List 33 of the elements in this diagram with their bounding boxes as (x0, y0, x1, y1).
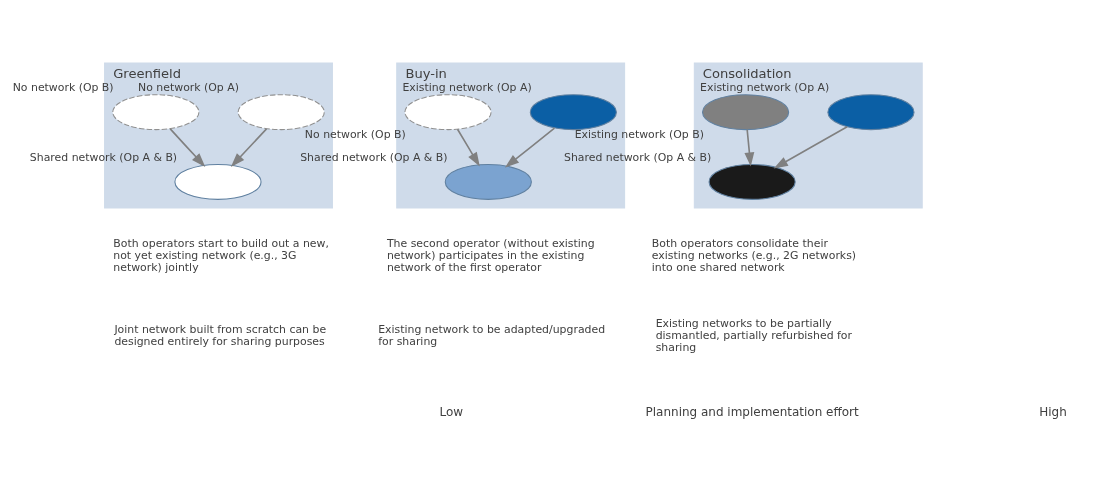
node-ellipse (529, 93, 617, 130)
node-label: No network (Op B) (12, 80, 114, 94)
node-ellipse (708, 163, 796, 200)
label: Both operators consolidate their existing networks (e.g., 2G networks) into one shared network (651, 236, 857, 274)
node-ellipse (112, 93, 200, 130)
arrow (504, 126, 556, 168)
label: Joint network built from scratch can be designed entirely for sharing purposes (114, 322, 327, 348)
node-label: Shared network (Op A & B) (300, 150, 448, 164)
arrow (230, 127, 268, 167)
node-label: No network (Op A) (138, 80, 239, 94)
label: Both operators start to build out a new, not yet existing network (e.g., 3G network) jointly (113, 236, 329, 274)
label: Planning and implementation effort (645, 404, 859, 419)
node-label: Existing network (Op A) (700, 80, 830, 94)
node-ellipse (404, 93, 492, 130)
node-ellipse (237, 93, 325, 130)
node-ellipse (827, 93, 915, 130)
arrow (456, 127, 480, 167)
label: Existing network to be adapted/upgraded for sharing (378, 322, 606, 348)
node-ellipse (444, 163, 532, 200)
arrow (744, 128, 755, 167)
node-ellipse (702, 93, 790, 130)
label: The second operator (without existing network) participates in the existing network of the first operator (386, 236, 595, 274)
node-label: Existing network (Op A) (402, 80, 532, 94)
node-label: Shared network (Op A & B) (564, 150, 712, 164)
label: Existing networks to be partially dismantled, partially refurbished for sharing (655, 316, 852, 354)
node-label: Existing network (Op B) (574, 127, 704, 141)
label: Low (439, 404, 464, 419)
arrow (169, 127, 206, 167)
node-label: Shared network (Op A & B) (29, 150, 178, 164)
node-ellipse (174, 163, 262, 200)
arrow (773, 125, 848, 169)
label: High (1039, 404, 1067, 419)
node-label: No network (Op B) (304, 127, 406, 141)
